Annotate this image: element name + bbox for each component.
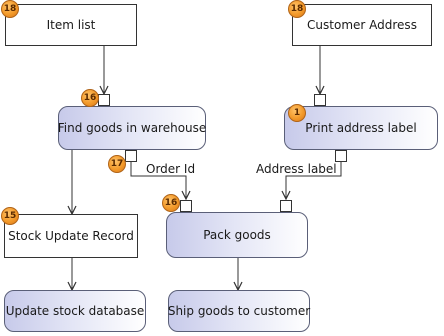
- badge-customer-address: 18: [288, 0, 306, 18]
- action-node-pack-goods[interactable]: Pack goods: [166, 212, 308, 258]
- object-node-customer-address[interactable]: Customer Address: [292, 4, 432, 46]
- badge-pack-goods-pin: 16: [162, 194, 180, 212]
- action-node-find-goods[interactable]: Find goods in warehouse: [58, 106, 206, 150]
- flow-label-address-label: Address label: [256, 162, 337, 176]
- object-node-stock-update-record[interactable]: Stock Update Record: [4, 214, 138, 258]
- action-node-label: Print address label: [305, 121, 417, 135]
- action-node-ship-goods[interactable]: Ship goods to customer: [168, 290, 310, 332]
- input-pin-pack-goods-address[interactable]: [280, 200, 292, 212]
- badge-find-goods-pin: 16: [81, 89, 99, 107]
- object-node-label: Stock Update Record: [8, 229, 134, 243]
- badge-stock-update-record: 15: [1, 207, 19, 225]
- badge-print-label: 1: [288, 104, 306, 122]
- badge-item-list: 18: [1, 0, 19, 18]
- action-node-label: Ship goods to customer: [167, 304, 311, 318]
- edge-order-id: [130, 162, 186, 199]
- input-pin-print-label[interactable]: [314, 94, 326, 106]
- input-pin-pack-goods-order[interactable]: [180, 200, 192, 212]
- action-node-print-label[interactable]: Print address label: [284, 106, 438, 150]
- badge-find-goods-output-pin: 17: [108, 155, 126, 173]
- action-node-update-stock-db[interactable]: Update stock database: [4, 290, 146, 332]
- object-node-label: Item list: [46, 18, 96, 32]
- flow-label-order-id: Order Id: [146, 162, 196, 176]
- edge-address-label: [286, 162, 342, 199]
- output-pin-find-goods[interactable]: [125, 150, 137, 162]
- output-pin-print-label[interactable]: [335, 150, 347, 162]
- action-node-label: Update stock database: [5, 304, 145, 318]
- action-node-label: Find goods in warehouse: [57, 121, 207, 135]
- input-pin-find-goods[interactable]: [98, 94, 110, 106]
- action-node-label: Pack goods: [203, 228, 271, 242]
- object-node-label: Customer Address: [307, 18, 417, 32]
- object-node-item-list[interactable]: Item list: [5, 4, 137, 46]
